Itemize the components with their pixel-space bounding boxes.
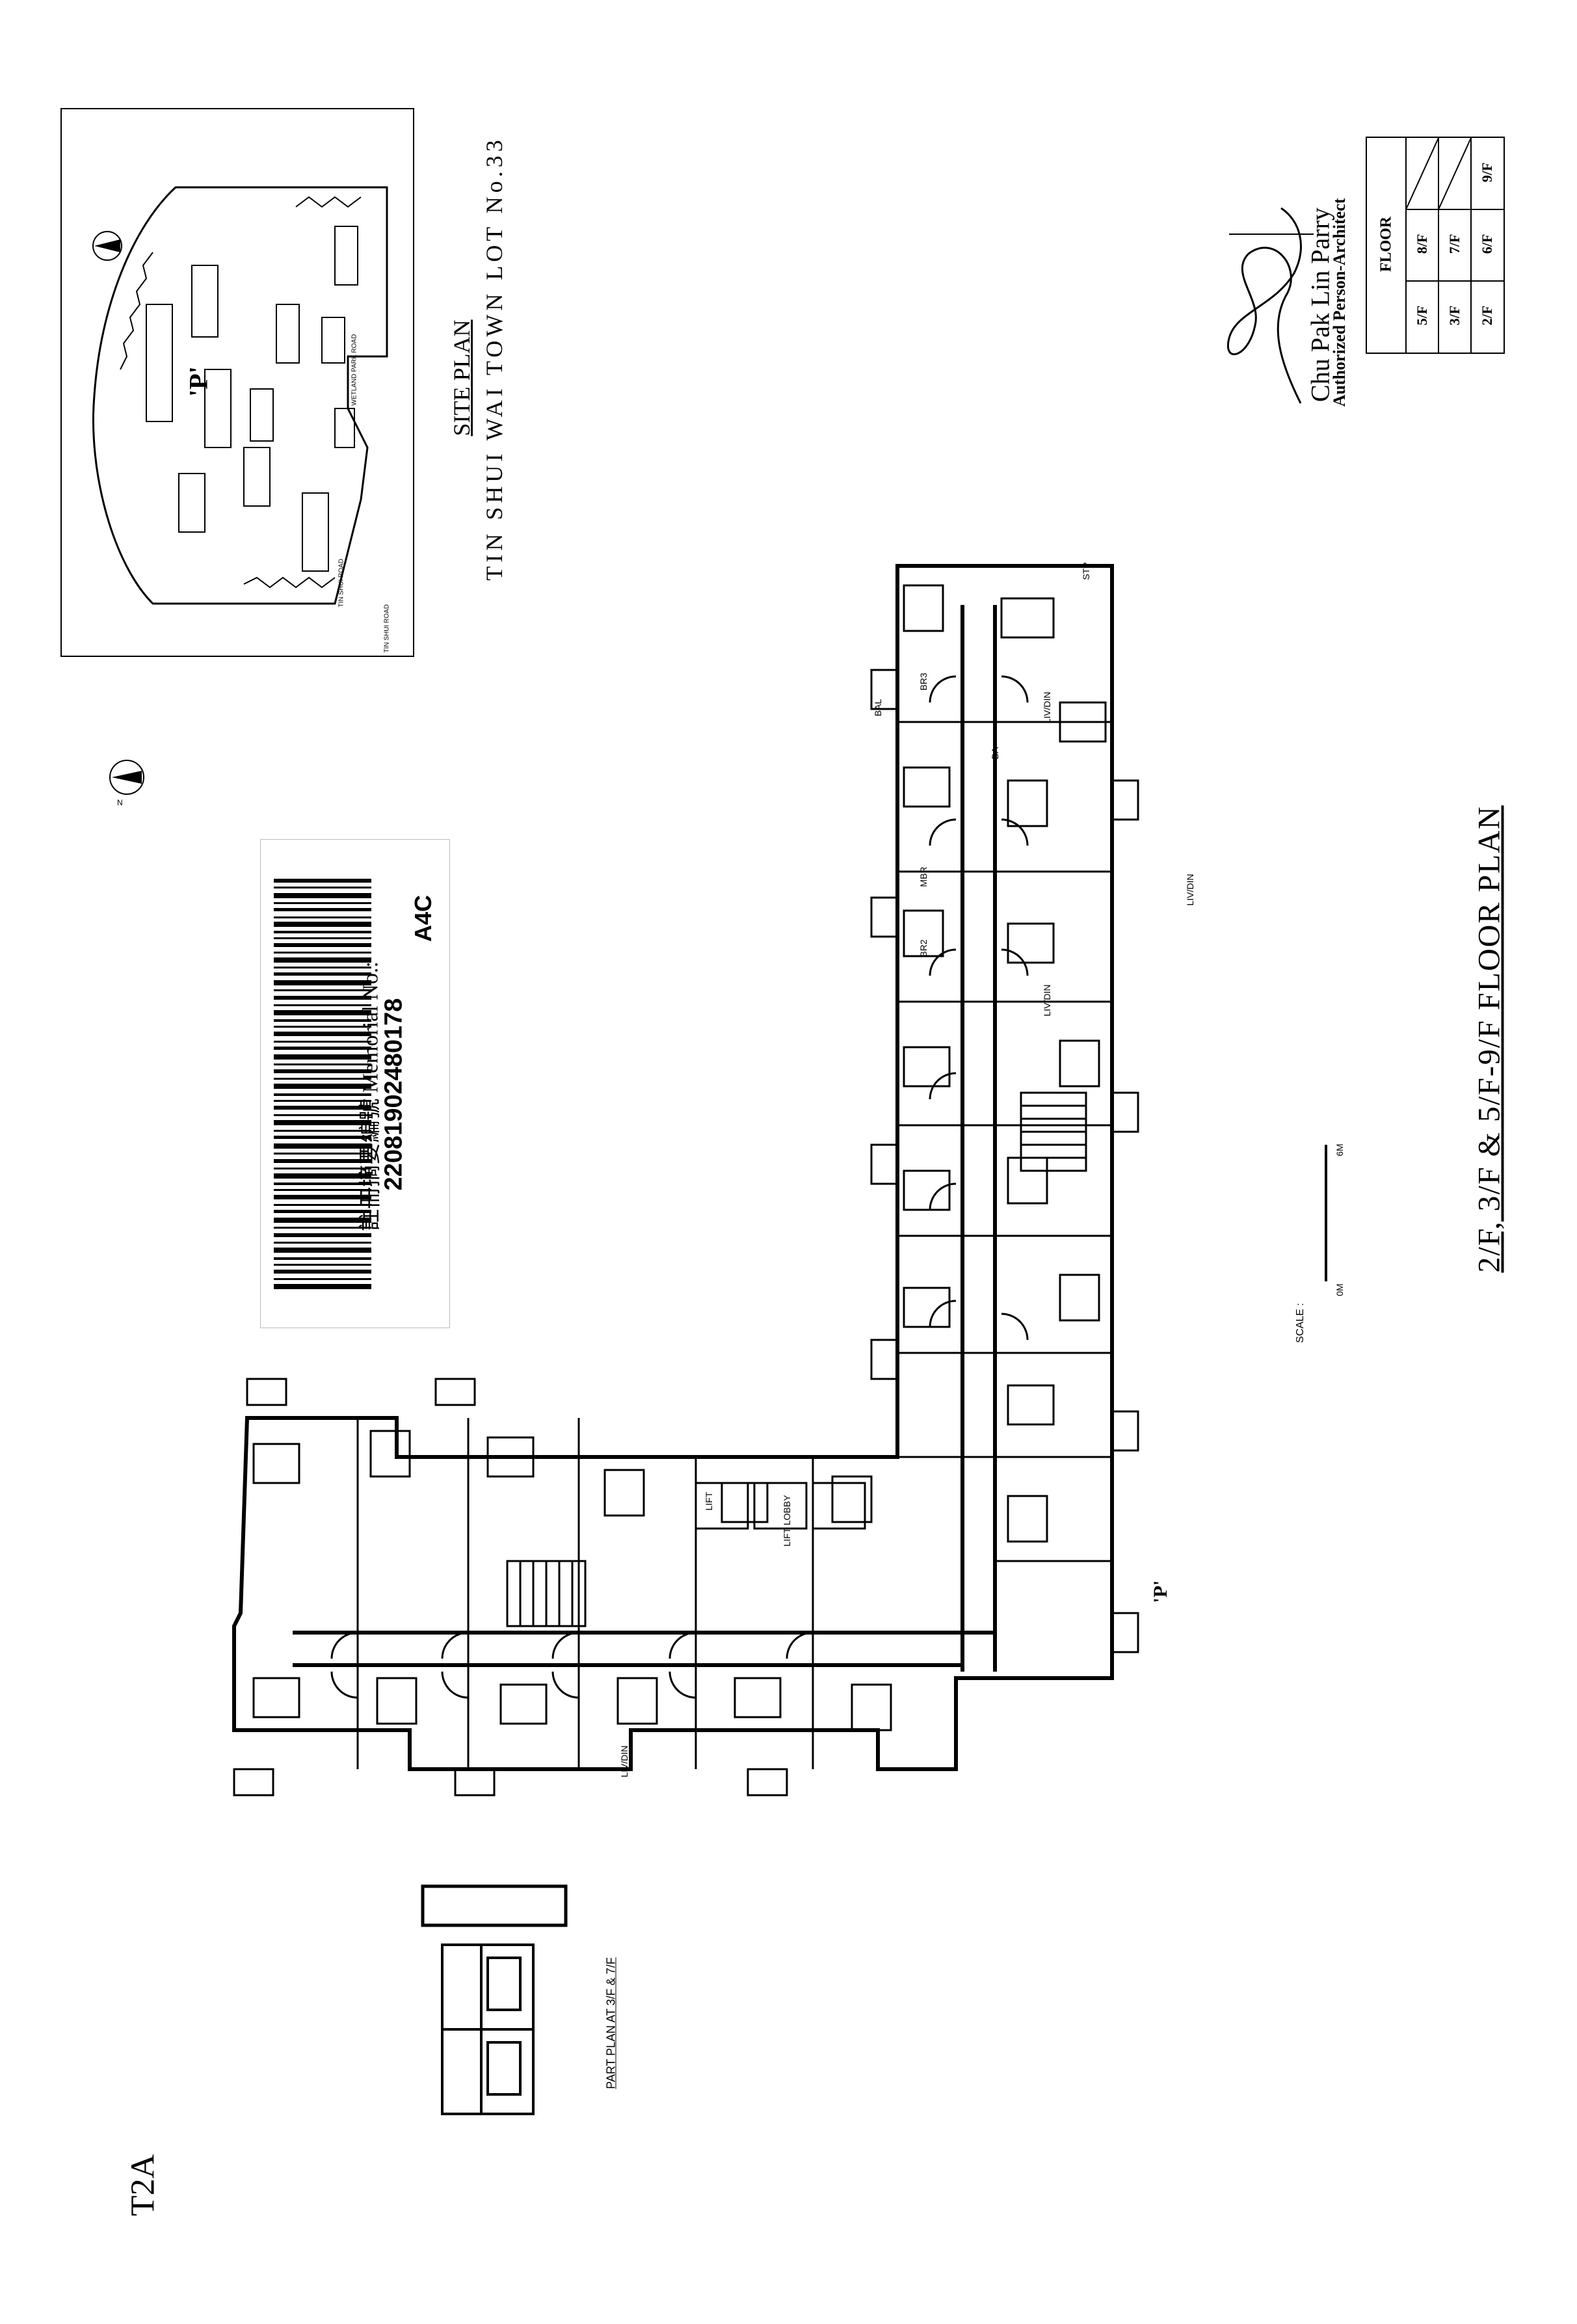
- room-label: LIV/DIN: [1042, 984, 1052, 1017]
- room-label: LIFT: [704, 1491, 714, 1511]
- floor-cell: 6/F: [1479, 234, 1495, 254]
- site-plan-drawing: [92, 186, 388, 605]
- floor-cell: 2/F: [1479, 305, 1495, 326]
- memorial-block: 註冊摘要編號 Memorial No.: 22081902480178 A4C: [260, 839, 450, 1328]
- floor-plan-title: 2/F, 3/F & 5/F-9/F FLOOR PLAN: [1472, 805, 1507, 1273]
- part-plan-label: PART PLAN AT 3/F & 7/F: [604, 1957, 618, 2089]
- svg-text:N: N: [117, 798, 123, 807]
- room-label: BA: [990, 747, 1000, 760]
- scale-label: SCALE :: [1295, 1303, 1306, 1343]
- room-label: LIV/DIN: [1042, 691, 1052, 724]
- room-label: LIV/DIN: [1185, 874, 1195, 906]
- site-plan-frame: 'P' WETLAND PARK ROAD TIN SHUI ROAD TIN …: [60, 108, 414, 657]
- barcode-image: [274, 879, 371, 1289]
- site-plan-title: SITE PLAN: [449, 319, 475, 436]
- plan-site-marker: 'P': [1150, 1580, 1171, 1603]
- sheet-label: T2A: [124, 2154, 162, 2217]
- floor-cell: 5/F: [1414, 305, 1430, 326]
- floor-cell: 7/F: [1446, 234, 1463, 254]
- room-label: LIV/DIN: [619, 1745, 629, 1778]
- site-plan-marker: 'P': [183, 366, 213, 397]
- room-label: MBR: [918, 866, 929, 887]
- floor-table-header: FLOOR: [1377, 216, 1395, 273]
- north-arrow-icon: N: [109, 760, 144, 807]
- floor-plan-drawing: [232, 564, 1139, 1927]
- room-label: STP: [1081, 562, 1091, 580]
- scale-end: 6M: [1334, 1143, 1345, 1156]
- room-label: BR3: [918, 673, 929, 691]
- architect-signature: [1226, 207, 1314, 404]
- architect-role: Authorized Person-Architect: [1330, 198, 1349, 407]
- part-plan: [421, 1884, 568, 1927]
- scale-bar: [1325, 1145, 1327, 1281]
- floor-cell: 3/F: [1446, 305, 1463, 326]
- floor-table: FLOOR 5/F 8/F 3/F 7/F 2/F 6/F 9/F: [1366, 137, 1505, 354]
- scale-start: 0M: [1334, 1283, 1345, 1296]
- site-north-arrow-icon: [92, 231, 122, 261]
- floor-cell: 8/F: [1414, 234, 1430, 254]
- floor-cell: 9/F: [1479, 162, 1495, 183]
- site-road-label: WETLAND PARK ROAD: [351, 334, 358, 406]
- part-plan-drawing: [441, 1943, 535, 2115]
- floor-table-grid: [1405, 138, 1504, 353]
- room-label: LIFT LOBBY: [782, 1495, 792, 1547]
- room-label: BR2: [918, 939, 929, 957]
- room-label: BAL: [873, 699, 883, 717]
